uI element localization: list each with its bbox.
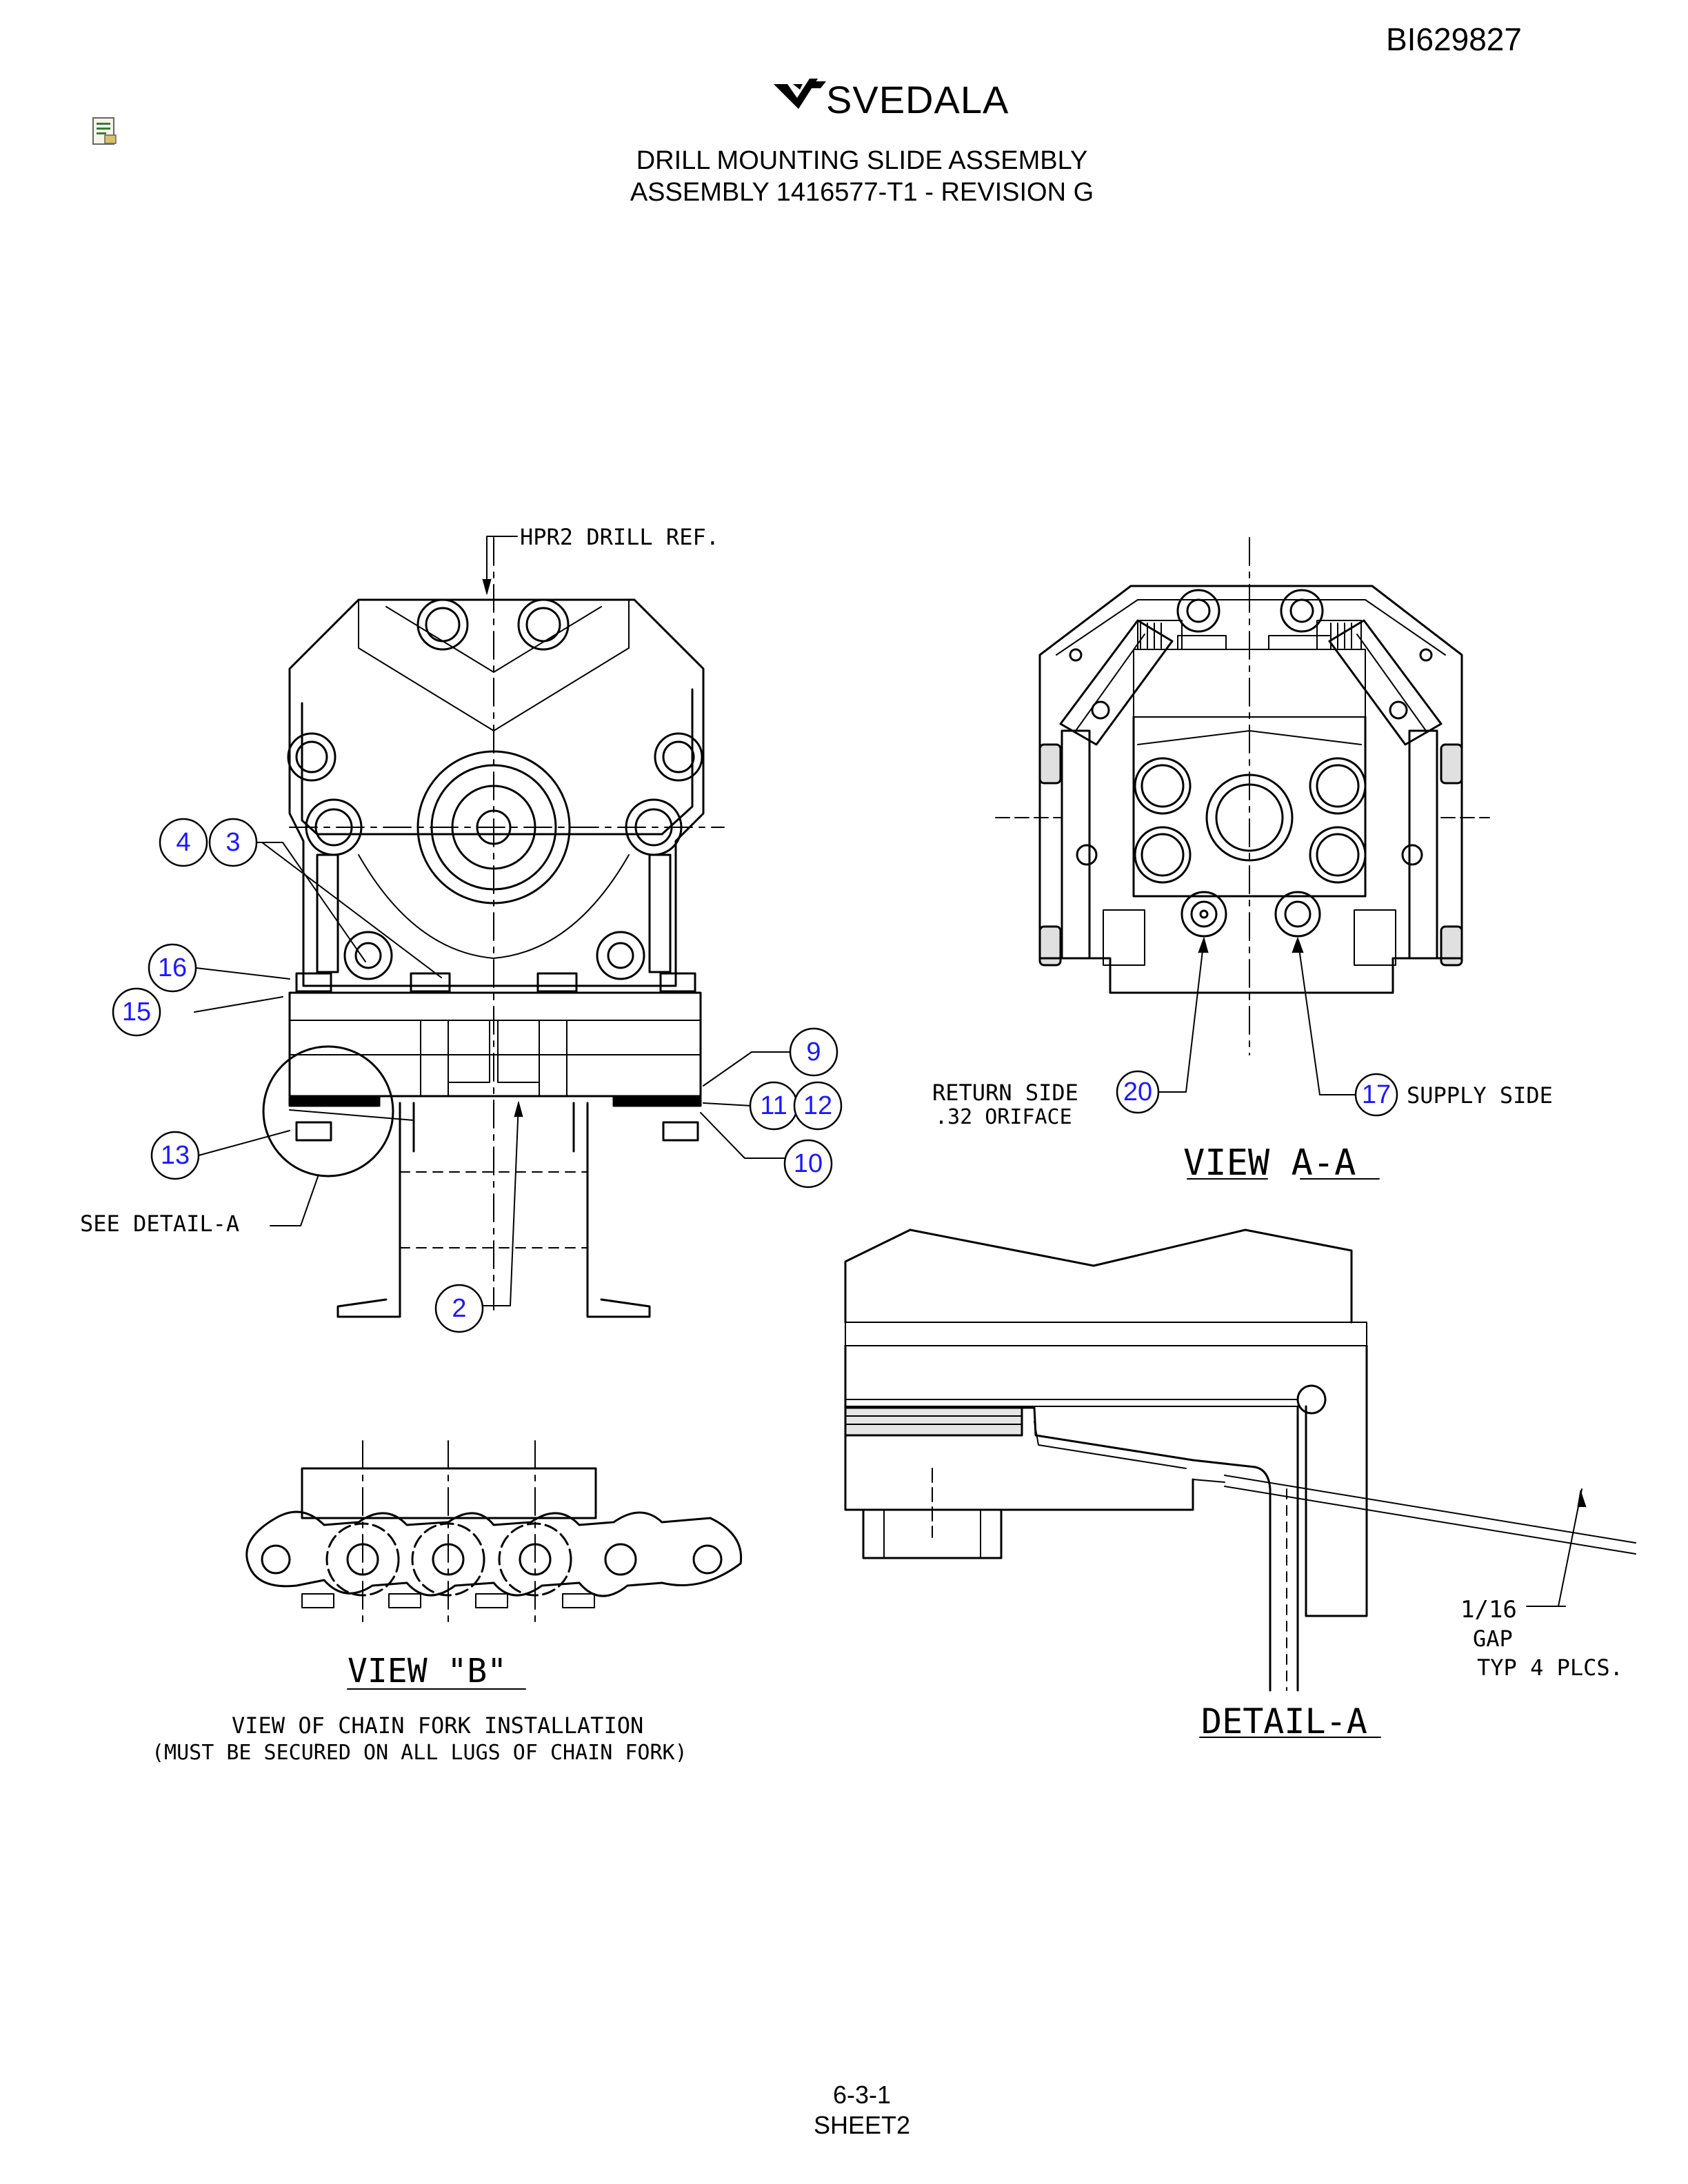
chain-note-line2: (MUST BE SECURED ON ALL LUGS OF CHAIN FO… (152, 1741, 687, 1765)
detail-a-title: DETAIL-A (1201, 1701, 1367, 1741)
file-icon[interactable] (91, 116, 119, 146)
gap-typ-label: TYP 4 PLCS. (1477, 1655, 1623, 1681)
callout-3: 3 (225, 828, 240, 857)
front-view-drawing (194, 536, 792, 1318)
callout-10: 10 (794, 1149, 823, 1178)
callout-2: 2 (452, 1294, 466, 1323)
view-b-drawing (245, 1440, 743, 1690)
svedala-logo: SVEDALA (772, 74, 1008, 123)
chain-note-line1: VIEW OF CHAIN FORK INSTALLATION (232, 1712, 643, 1739)
callout-17: 17 (1362, 1080, 1391, 1109)
page-number: 6-3-1 (832, 2081, 892, 2109)
assembly-number: ASSEMBLY 1416577-T1 - REVISION G (630, 178, 1094, 207)
callout-12: 12 (803, 1091, 832, 1120)
return-side-label: RETURN SIDE (932, 1080, 1078, 1106)
callout-13: 13 (161, 1141, 190, 1170)
detail-a-drawing (844, 1228, 1636, 1738)
view-b-title: VIEW "B" (348, 1652, 507, 1690)
gap-dimension: 1/16 (1460, 1596, 1517, 1624)
sheet-number: SHEET2 (813, 2111, 911, 2139)
supply-side-label: SUPPLY SIDE (1407, 1082, 1553, 1109)
callout-11: 11 (760, 1091, 787, 1120)
callout-16: 16 (158, 953, 187, 982)
orifice-label: .32 ORIFACE (935, 1105, 1072, 1129)
brand-name: SVEDALA (826, 78, 1009, 121)
svedala-logo-mark (774, 79, 826, 109)
callout-20: 20 (1123, 1078, 1152, 1106)
see-detail-label: SEE DETAIL-A (80, 1211, 239, 1237)
gap-label: GAP (1473, 1626, 1513, 1652)
callout-15: 15 (122, 998, 151, 1027)
drawing-title: DRILL MOUNTING SLIDE ASSEMBLY (636, 146, 1088, 175)
callout-9: 9 (806, 1038, 821, 1066)
view-aa-drawing (995, 537, 1490, 1180)
callout-4: 4 (176, 828, 190, 857)
hpr2-drill-ref-label: HPR2 DRILL REF. (520, 524, 719, 550)
view-aa-title: VIEW A-A (1183, 1142, 1356, 1184)
document-id: BI629827 (1386, 21, 1522, 57)
